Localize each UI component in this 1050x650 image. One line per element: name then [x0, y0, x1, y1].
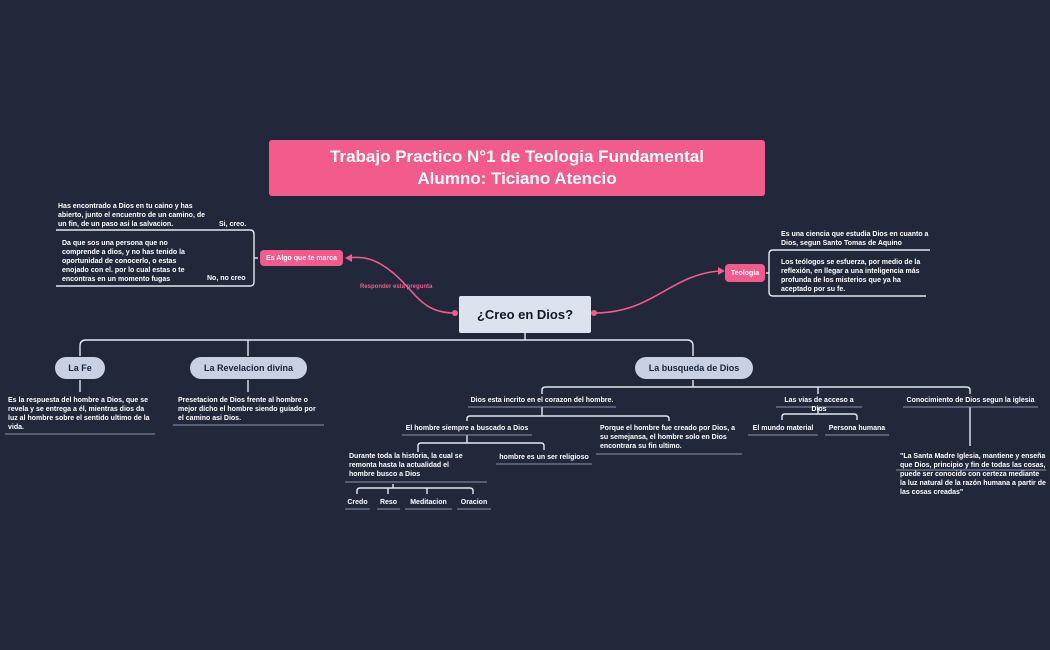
subtopic-vias[interactable]: Las vias de acceso a Dios [784, 397, 854, 413]
title-line-1: Trabajo Practico N°1 de Teologia Fundame… [330, 147, 704, 166]
left-branch-1-answer: Si, creo. [219, 221, 247, 228]
via-mundo-material: El mundo material [752, 425, 814, 432]
conocimiento-text: "La Santa Madre Iglesia, mantiene y ense… [900, 453, 1046, 496]
right-topic-teologia[interactable]: Teologia [725, 264, 765, 282]
subtopic-buscado[interactable]: El hombre siempre a buscado a Dios [405, 425, 529, 432]
revelacion-text: Presetacion de Dios frente al hombre o m… [178, 397, 316, 422]
title-box[interactable]: Trabajo Practico N°1 de Teologia Fundame… [269, 140, 765, 196]
central-topic[interactable]: ¿Creo en Dios? [459, 296, 591, 333]
left-branch-1-text: Has encontrado a Dios en tu caino y has … [58, 203, 206, 228]
left-branch-2-text: Da que sos una persona que no comprende … [62, 240, 185, 283]
topic-busqueda-de-dios[interactable]: La busqueda de Dios [635, 357, 753, 379]
subtopic-creado: Porque el hombre fue creado por Dios, a … [600, 425, 735, 450]
topic-la-fe[interactable]: La Fe [55, 357, 105, 379]
practica-oracion: Oracion [460, 499, 488, 506]
subtopic-historia: Durante toda la historia, la cual se rem… [349, 453, 463, 478]
via-persona-humana: Persona humana [828, 425, 886, 432]
topic-revelacion-divina[interactable]: La Revelacion divina [190, 357, 307, 379]
left-branch-2-answer: No, no creo [207, 275, 246, 282]
left-topic-es-algo[interactable]: Es Algo que te marca [260, 250, 343, 266]
fe-text: Es la respuesta del hombre a Dios, que s… [8, 397, 150, 431]
subtopic-inscrito[interactable]: Dios esta incrito en el corazon del homb… [470, 397, 614, 404]
relationship-label[interactable]: Responder esta pregunta [360, 284, 433, 290]
teologia-detail: Los teólogos se esfuerza, por medio de l… [781, 259, 921, 293]
practica-credo: Credo [347, 499, 368, 506]
subtopic-conocimiento[interactable]: Conocimiento de Dios segun la iglesia [906, 397, 1035, 404]
title-line-2: Alumno: Ticiano Atencio [417, 169, 617, 188]
practica-meditacion: Meditacion [410, 499, 447, 506]
practica-reso: Reso [379, 499, 398, 506]
subtopic-religioso: hombre es un ser religioso [499, 454, 589, 461]
teologia-definition: Es una ciencia que estudia Dios en cuant… [781, 231, 929, 247]
